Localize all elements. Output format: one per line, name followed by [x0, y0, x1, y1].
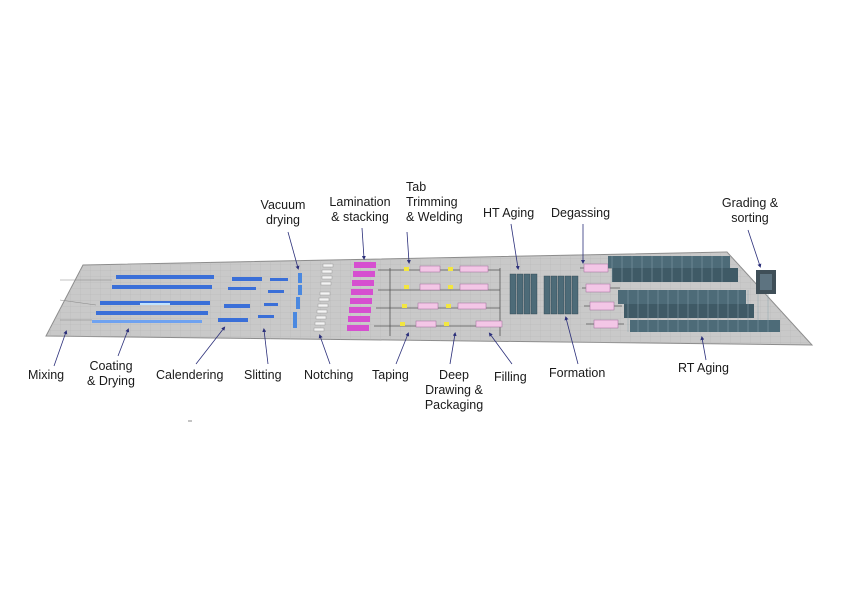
label-vacuum-drying: Vacuum drying — [252, 198, 314, 228]
label-formation: Formation — [549, 366, 606, 380]
label-line: Drawing & — [425, 383, 483, 397]
taping-stations — [400, 267, 453, 326]
label-degassing: Degassing — [551, 206, 611, 220]
notching-machines — [313, 263, 334, 332]
label-line: Lamination — [329, 195, 391, 209]
label-line: drying — [265, 213, 301, 227]
label-taping: Taping — [372, 368, 409, 382]
ht-aging-racks — [509, 273, 538, 315]
label-filling: Filling — [494, 370, 527, 384]
label-line: sorting — [731, 211, 769, 225]
label-lamination-stacking: Lamination & stacking — [321, 195, 399, 225]
rt-aging-racks — [608, 256, 780, 332]
label-coating-drying: Coating & Drying — [80, 359, 142, 389]
label-deep-drawing-packaging: Deep Drawing & Packaging — [418, 368, 490, 413]
lamination-stacking-machines — [347, 262, 376, 331]
label-ht-aging: HT Aging — [483, 206, 535, 220]
slitting-machines — [258, 278, 288, 318]
label-tab-trimming-welding: Tab Trimming & Welding — [406, 180, 463, 225]
label-grading-sorting: Grading & sorting — [714, 196, 786, 226]
leader-arrows — [53, 223, 762, 367]
label-line: & Drying — [87, 374, 135, 388]
label-line: & Welding — [406, 210, 463, 224]
vacuum-drying-ovens — [293, 273, 302, 328]
label-line: Vacuum — [260, 198, 306, 212]
label-slitting: Slitting — [244, 368, 282, 382]
label-line: Tab — [406, 180, 427, 194]
degassing-stations — [580, 263, 624, 329]
label-line: Trimming — [406, 195, 458, 209]
label-line: Packaging — [424, 398, 484, 412]
label-calendering: Calendering — [156, 368, 224, 382]
label-line: Deep — [439, 368, 469, 382]
label-line: Grading & — [721, 196, 779, 210]
coating-drying-lines — [59, 275, 214, 323]
formation-racks — [543, 275, 579, 315]
label-line: Coating — [89, 359, 133, 373]
label-line: & stacking — [331, 210, 389, 224]
calendering-machines — [218, 277, 262, 322]
tab-welding-stations — [415, 265, 503, 328]
grading-sorting-machine — [756, 270, 776, 294]
label-rt-aging: RT Aging — [678, 361, 729, 375]
label-mixing: Mixing — [28, 368, 65, 382]
label-notching: Notching — [304, 368, 354, 382]
